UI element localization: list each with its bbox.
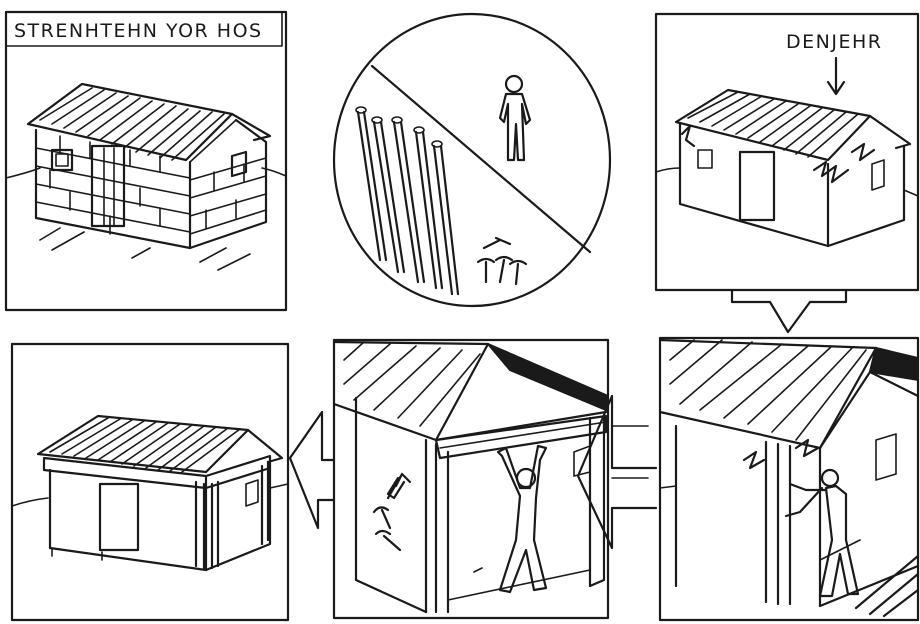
timber-posts — [356, 107, 458, 294]
person-scale-icon — [500, 76, 530, 160]
nails-icon — [478, 238, 526, 284]
arrow-down-big-icon — [732, 290, 846, 332]
panel-materials — [334, 14, 610, 306]
panel-adding-beam — [334, 340, 608, 618]
divider-line — [372, 66, 590, 252]
arrow-left-icon-2 — [290, 412, 334, 528]
nail-icon — [374, 507, 390, 528]
panel-cracked-corner — [660, 338, 918, 620]
panel-strengthen-house: STRENHTEHN YOR HOS — [6, 12, 286, 310]
danger-label: DENJEHR — [786, 31, 882, 53]
panel-danger: DENJEHR — [656, 14, 918, 290]
arrow-up-icon — [388, 474, 410, 498]
worker-figure — [786, 470, 858, 596]
worker-lifting-figure — [498, 446, 546, 592]
panel-strengthened-house — [12, 344, 288, 620]
panel-title-text: STRENHTEHN YOR HOS — [14, 20, 263, 42]
crack-right — [814, 162, 848, 182]
arrow-down-icon — [828, 58, 844, 94]
crack-left — [682, 126, 694, 146]
